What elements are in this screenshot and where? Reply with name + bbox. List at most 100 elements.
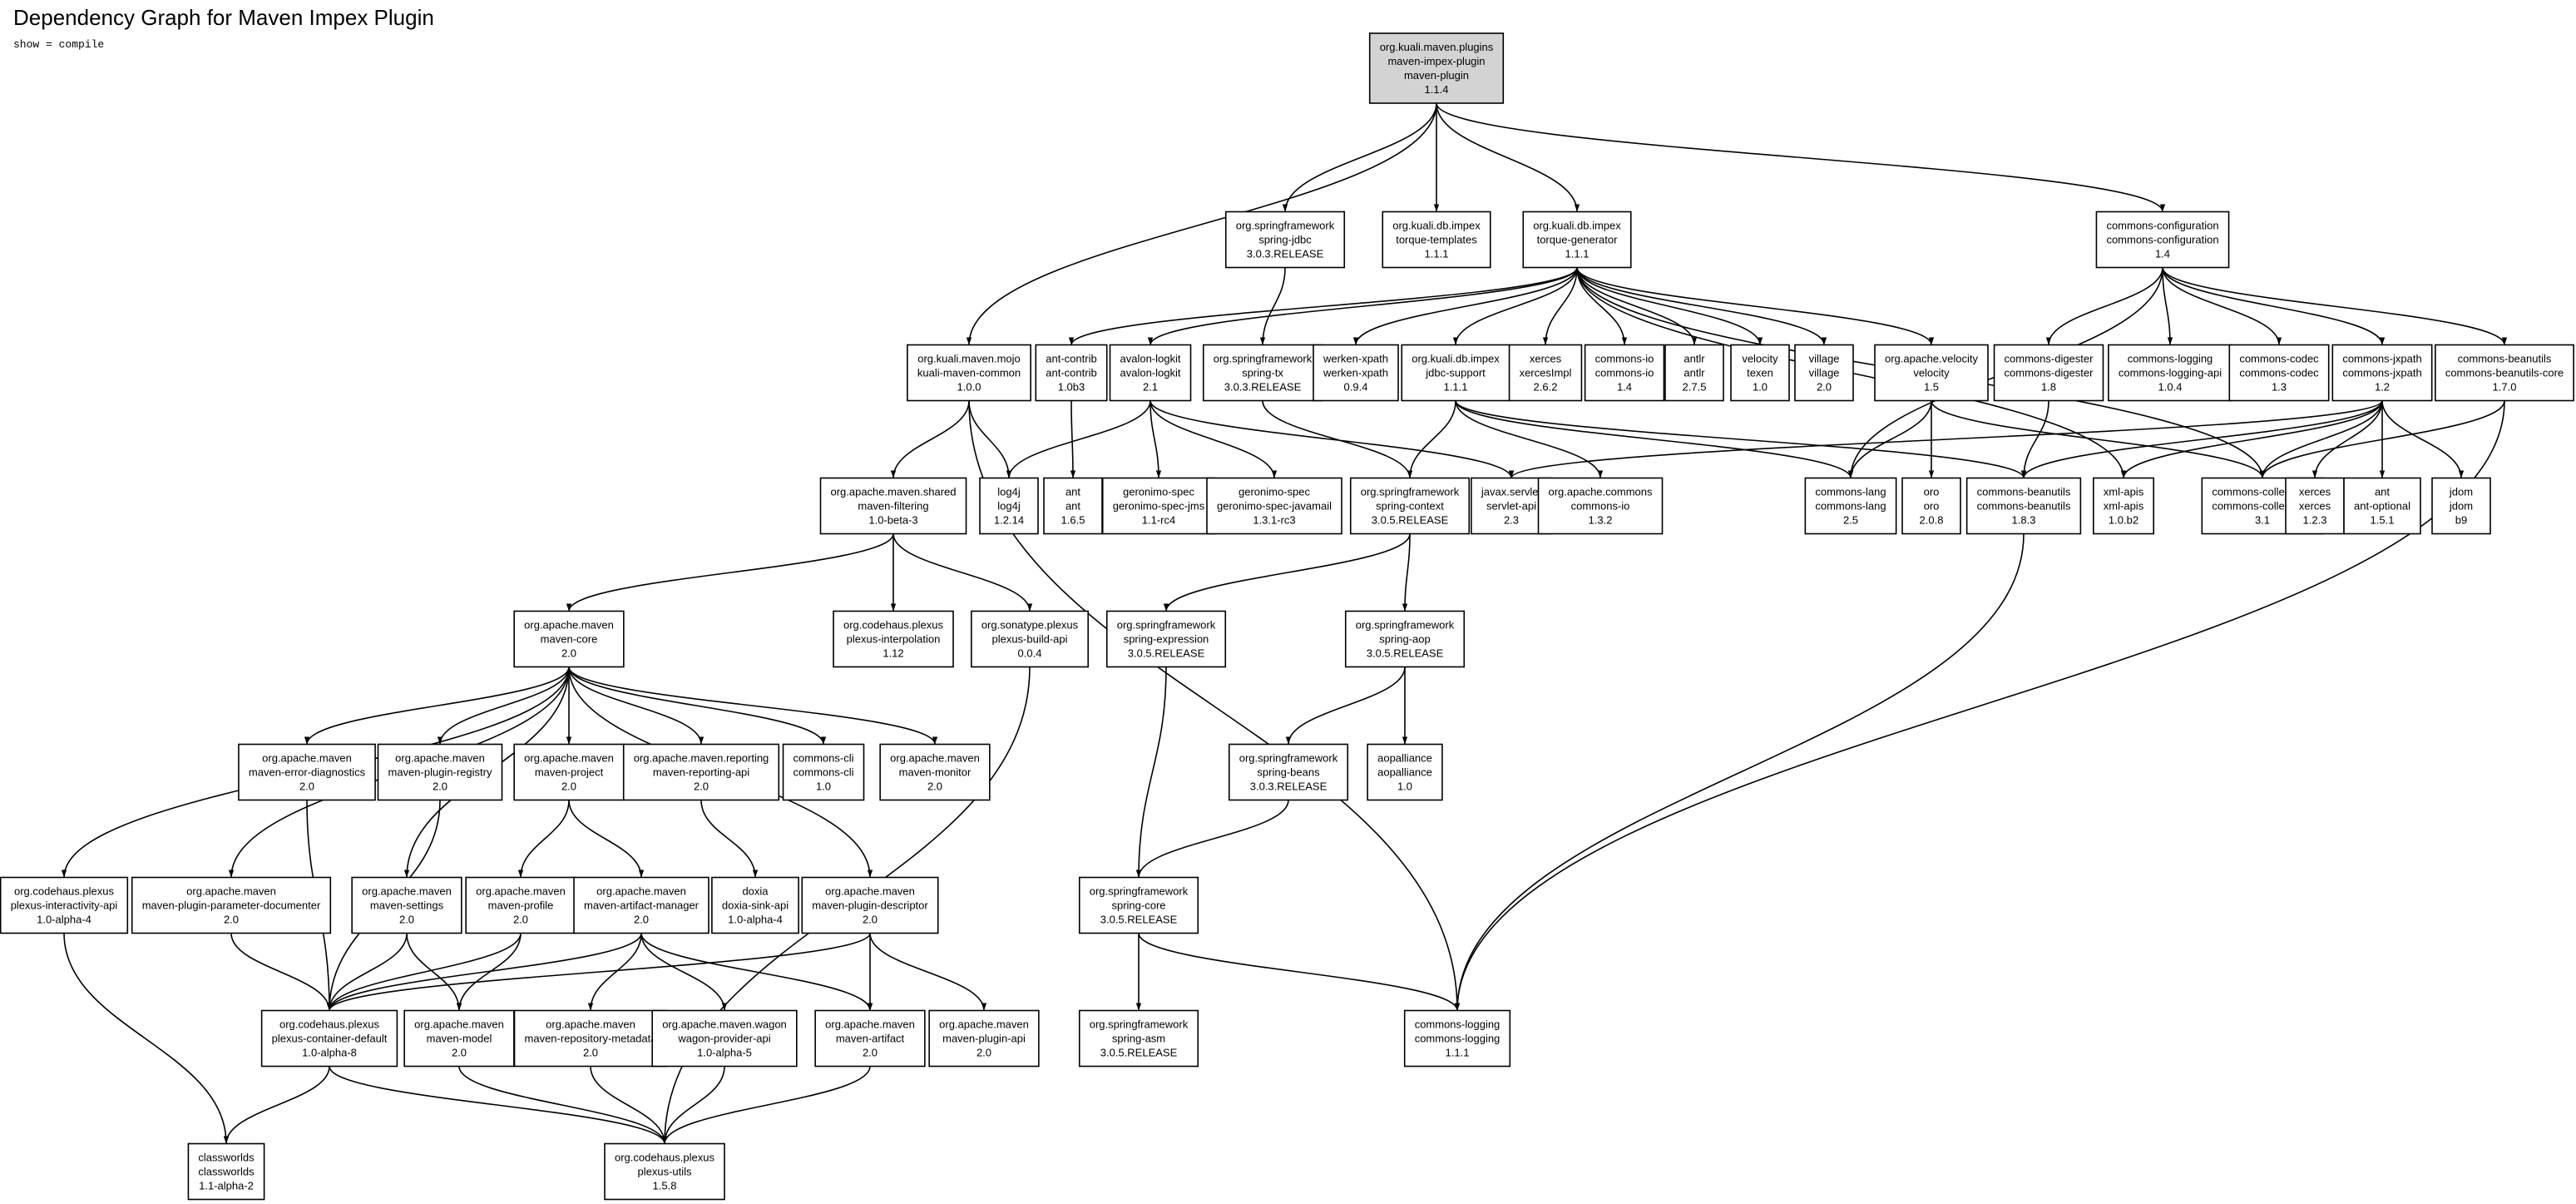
node-label-line: doxia <box>742 885 769 898</box>
node-label-line: 2.0 <box>513 914 528 926</box>
node-label-line: 1.2.14 <box>994 514 1024 527</box>
node-label-line: 1.1-rc4 <box>1142 514 1175 527</box>
dependency-edge <box>966 102 1437 345</box>
node-label-line: 1.5.8 <box>653 1180 677 1192</box>
node-label-line: org.codehaus.plexus <box>615 1152 714 1164</box>
node-label-line: maven-monitor <box>899 766 972 779</box>
node-box <box>1584 344 1665 402</box>
dependency-node: org.kuali.maven.pluginsmaven-impex-plugi… <box>1368 32 1505 104</box>
dependency-node: org.apache.maven.reportingmaven-reportin… <box>622 743 780 801</box>
node-label-line: 1.3.2 <box>1589 514 1613 527</box>
node-label-line: xml-apis <box>2104 486 2144 498</box>
dependency-edge <box>1402 533 1411 612</box>
node-label-line: 3.0.5.RELEASE <box>1367 647 1444 660</box>
dependency-edge <box>640 933 728 1011</box>
node-label-line: 3.0.3.RELEASE <box>1224 381 1302 394</box>
node-box <box>513 610 625 668</box>
node-label-line: 0.0.4 <box>1018 647 1042 660</box>
node-box <box>1035 344 1108 402</box>
dependency-node: org.apache.maven.sharedmaven-filtering1.… <box>819 477 967 535</box>
dependency-edge <box>1070 400 1076 478</box>
node-label-line: maven-settings <box>370 899 444 912</box>
dependency-edge <box>1454 533 2025 1011</box>
dependency-edge <box>566 533 894 612</box>
node-label-line: org.springframework <box>1361 486 1460 498</box>
node-label-line: 2.3 <box>1504 514 1519 527</box>
dependency-node: org.apache.mavenmaven-plugin-descriptor2… <box>801 876 939 934</box>
node-label-line: commons-logging <box>1415 1018 1501 1031</box>
dependency-edge <box>1407 400 1456 478</box>
node-label-line: 1.1-alpha-2 <box>199 1180 254 1192</box>
node-label-line: ant <box>1066 500 1080 513</box>
node-label-line: spring-aop <box>1379 633 1430 646</box>
node-box <box>1313 344 1399 402</box>
node-label-line: commons-lang <box>1815 500 1886 513</box>
node-label-line: jdom <box>2449 500 2473 513</box>
node-label-line: maven-profile <box>488 899 554 912</box>
node-box <box>819 477 967 535</box>
node-label-line: org.springframework <box>1236 220 1335 232</box>
node-label-line: org.apache.maven <box>476 885 566 898</box>
node-box <box>1794 344 1854 402</box>
dependency-edge <box>1150 400 1515 478</box>
dependency-edge <box>1262 400 1413 478</box>
node-label-line: commons-configuration <box>2106 234 2218 246</box>
node-label-line: 2.0 <box>583 1047 598 1059</box>
node-label-line: 3.0.3.RELEASE <box>1247 248 1324 260</box>
dependency-edge <box>1135 666 1167 878</box>
node-label-line: maven-core <box>541 633 598 646</box>
node-label-line: plexus-container-default <box>272 1033 388 1045</box>
dependency-node: org.kuali.maven.mojokuali-maven-common1.… <box>907 344 1031 402</box>
node-box <box>1965 477 2082 535</box>
node-label-line: b9 <box>2455 514 2467 527</box>
node-label-line: maven-plugin-api <box>942 1033 1026 1045</box>
node-label-line: 2.0 <box>863 914 878 926</box>
node-label-line: commons-beanutils-core <box>2445 367 2564 379</box>
node-label-line: 2.0 <box>399 914 414 926</box>
node-box <box>1382 211 1491 269</box>
dependency-edge <box>1282 102 1437 212</box>
node-label-line: plexus-build-api <box>991 633 1067 646</box>
node-label-line: org.sonatype.plexus <box>981 619 1079 632</box>
node-label-line: 3.1 <box>2255 514 2270 527</box>
node-label-line: 3.0.5.RELEASE <box>1100 914 1178 926</box>
dependency-edge <box>1455 400 1854 478</box>
dependency-edge <box>1138 933 1461 1011</box>
node-label-line: 2.0 <box>977 1047 991 1059</box>
node-label-line: 3.0.3.RELEASE <box>1250 780 1328 793</box>
node-box <box>2285 477 2345 535</box>
node-label-line: torque-generator <box>1537 234 1619 246</box>
dependency-edge <box>1436 102 2166 212</box>
node-label-line: 1.7.0 <box>2493 381 2517 394</box>
node-label-line: org.apache.maven <box>546 1018 635 1031</box>
node-label-line: ant-contrib <box>1046 353 1096 365</box>
node-box <box>1403 1009 1511 1068</box>
node-box <box>403 1009 515 1068</box>
node-box <box>604 1142 725 1201</box>
node-label-line: commons-jxpath <box>2342 353 2421 365</box>
dependency-edge <box>1150 400 1162 478</box>
node-label-line: 1.0.b2 <box>2109 514 2138 527</box>
node-label-line: 2.0 <box>433 780 447 793</box>
node-label-line: plexus-interactivity-api <box>11 899 118 912</box>
dependency-edge <box>2120 400 2383 478</box>
node-label-line: maven-filtering <box>858 500 928 513</box>
dependency-node: org.apache.mavenmaven-error-diagnostics2… <box>238 743 376 801</box>
node-label-line: ant-contrib <box>1046 367 1096 379</box>
node-label-line: 1.12 <box>883 647 903 660</box>
node-label-line: 2.0 <box>694 780 709 793</box>
node-label-line: org.apache.maven <box>524 619 614 632</box>
node-label-line: geronimo-spec-jms <box>1113 500 1205 513</box>
node-label-line: classworlds <box>198 1166 255 1178</box>
node-box <box>351 876 462 934</box>
node-box <box>2095 211 2230 269</box>
node-box <box>1078 1009 1199 1068</box>
node-label-line: org.codehaus.plexus <box>279 1018 379 1031</box>
